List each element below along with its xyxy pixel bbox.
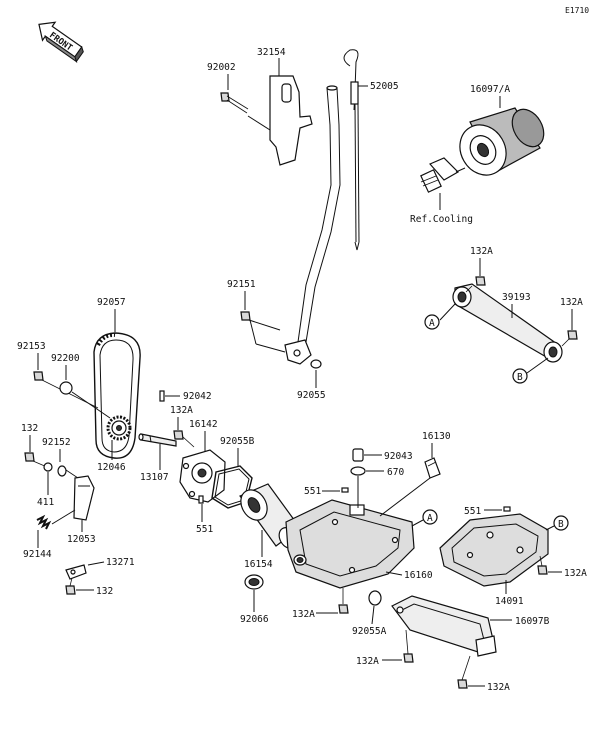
label-39193: 39193 <box>502 292 531 303</box>
bolt-132a-3 <box>173 430 195 448</box>
chain-92057 <box>93 332 141 459</box>
label-132a-5: 132A <box>564 568 587 579</box>
label-92042: 92042 <box>183 391 212 402</box>
label-132a-6: 132A <box>356 656 379 667</box>
label-132a-2: 132A <box>560 297 583 308</box>
bolt-92151 <box>240 311 286 353</box>
collar-92152 <box>57 465 79 479</box>
oil-pan-16160 <box>285 499 415 589</box>
label-12046: 12046 <box>97 462 126 473</box>
label-52005: 52005 <box>370 81 399 92</box>
bolt-132-b <box>65 577 76 595</box>
label-132a-4: 132A <box>292 609 315 620</box>
callout-a-2 <box>422 509 438 525</box>
guide-12053 <box>73 475 95 521</box>
callout-a-2-label: A <box>427 513 433 524</box>
callout-b-2 <box>553 515 569 531</box>
oring-670 <box>350 466 366 476</box>
label-12053: 12053 <box>67 534 96 545</box>
label-ref-cooling: Ref.Cooling <box>410 214 473 225</box>
pin-551-1 <box>198 495 204 504</box>
oil-pipe-16097b <box>391 595 497 657</box>
oil-pipe <box>284 85 341 365</box>
label-92057: 92057 <box>97 297 126 308</box>
label-92055: 92055 <box>297 390 326 401</box>
label-92153: 92153 <box>17 341 46 352</box>
label-13271: 13271 <box>106 557 135 568</box>
label-132a-3: 132A <box>170 405 193 416</box>
label-14091: 14091 <box>495 596 524 607</box>
bolt-132 <box>24 452 48 468</box>
callout-a-1 <box>424 314 440 330</box>
dipstick-52005 <box>343 49 360 251</box>
bolt-132a-4 <box>338 588 349 614</box>
callout-b-2-label: B <box>558 519 564 530</box>
label-132-b: 132 <box>96 586 113 597</box>
diagram-code: E1710 <box>565 6 589 15</box>
pin-92042 <box>159 390 165 402</box>
bolt-132a-7 <box>457 655 471 689</box>
label-92151: 92151 <box>227 279 256 290</box>
label-92043: 92043 <box>384 451 413 462</box>
plate-13271 <box>65 564 87 580</box>
shaft-13107 <box>138 433 177 447</box>
sprocket-12046 <box>106 415 132 441</box>
callout-b-1-label: B <box>517 372 523 383</box>
label-16160: 16160 <box>404 570 433 581</box>
label-411: 411 <box>37 497 54 508</box>
label-92066: 92066 <box>240 614 269 625</box>
label-92055b: 92055B <box>220 436 255 447</box>
pressure-switch-16130 <box>379 457 441 517</box>
washer-411 <box>43 462 53 472</box>
cover-14091 <box>439 513 549 587</box>
label-132: 132 <box>21 423 38 434</box>
oil-filter-16097a <box>459 107 545 176</box>
label-13107: 13107 <box>140 472 169 483</box>
bracket-32154 <box>247 75 313 166</box>
label-92002: 92002 <box>207 62 236 73</box>
front-arrow-icon: FRONT <box>38 21 84 63</box>
callout-a-1-label: A <box>429 318 435 329</box>
label-92144: 92144 <box>23 549 52 560</box>
pin-551-2 <box>341 487 349 493</box>
label-16142: 16142 <box>189 419 218 430</box>
bolt-92002 <box>220 92 249 114</box>
label-92055a: 92055A <box>352 626 387 637</box>
seal-92066 <box>244 574 264 590</box>
bolt-132a-1 <box>465 276 486 293</box>
label-670: 670 <box>387 467 404 478</box>
label-16097b: 16097B <box>515 616 550 627</box>
washer-92200 <box>59 381 73 395</box>
oring-92055a <box>368 590 382 606</box>
label-132a-7: 132A <box>487 682 510 693</box>
label-16154: 16154 <box>244 559 273 570</box>
bolt-132a-6 <box>403 629 414 663</box>
spring-92144 <box>36 509 76 530</box>
label-92152: 92152 <box>42 437 71 448</box>
cap-92043 <box>352 448 364 462</box>
callout-b-1 <box>512 368 528 384</box>
label-16097a: 16097/A <box>470 84 510 95</box>
label-551-2: 551 <box>304 486 321 497</box>
label-551-3: 551 <box>464 506 481 517</box>
cooling-fitting <box>420 157 466 193</box>
label-132a-1: 132A <box>470 246 493 257</box>
bolt-132a-5 <box>537 555 548 575</box>
shaft-39193 <box>452 283 563 363</box>
label-32154: 32154 <box>257 47 286 58</box>
label-92200: 92200 <box>51 353 80 364</box>
label-551-1: 551 <box>196 524 213 535</box>
bolt-132a-2 <box>561 330 578 347</box>
oring-92055 <box>310 359 322 369</box>
pin-551-3 <box>503 506 511 512</box>
label-16130: 16130 <box>422 431 451 442</box>
